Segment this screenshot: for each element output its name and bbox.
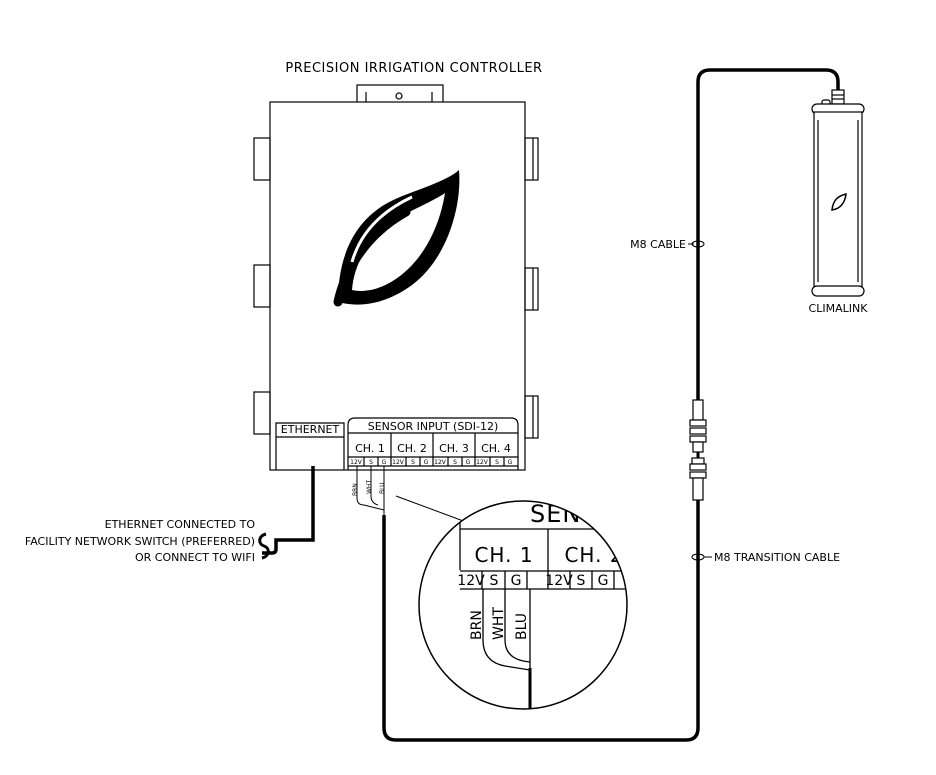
ethernet-note-line-2: FACILITY NETWORK SWITCH (PREFERRED) bbox=[25, 535, 255, 548]
zoom-terminal-label: G bbox=[511, 573, 522, 589]
zoom-terminal-label: 12V bbox=[545, 573, 573, 589]
terminal-label: 12V bbox=[476, 459, 489, 466]
terminal-label: S bbox=[369, 459, 373, 466]
terminal-labels: 12V S G 12V S G 12V S G 12V S G bbox=[350, 459, 513, 466]
zoom-channel-label-1: CH. 1 bbox=[474, 543, 533, 567]
diagram-title: PRECISION IRRIGATION CONTROLLER bbox=[285, 61, 542, 76]
zoom-detail: SENSOR IN CH. 1 CH. 2 12V S G 12V S G BR… bbox=[418, 500, 628, 710]
channel-label-2: CH. 2 bbox=[397, 442, 427, 455]
climalink-label: CLIMALINK bbox=[809, 302, 869, 315]
terminal-label: G bbox=[382, 459, 387, 466]
controller-wire-labels: BRN WHT BLU bbox=[352, 480, 386, 496]
terminal-label: G bbox=[424, 459, 429, 466]
controller-wires bbox=[356, 466, 385, 515]
zoom-wire-label-blu: BLU bbox=[514, 613, 530, 640]
left-side-ports bbox=[253, 137, 271, 435]
terminal-label: 12V bbox=[392, 459, 405, 466]
m8-connectors bbox=[689, 399, 707, 510]
ethernet-port bbox=[275, 422, 345, 470]
ethernet-note: ETHERNET CONNECTED TO FACILITY NETWORK S… bbox=[25, 518, 255, 564]
ethernet-cable-end bbox=[258, 532, 270, 560]
wire-label-brn: BRN bbox=[352, 483, 359, 496]
zoom-terminal-label: S bbox=[577, 573, 586, 589]
climalink-sensor bbox=[811, 89, 865, 297]
terminal-label: 12V bbox=[350, 459, 363, 466]
climalink-leaf-icon bbox=[831, 193, 847, 211]
ethernet-label: ETHERNET bbox=[281, 423, 340, 436]
m8-transition-callout bbox=[691, 553, 712, 561]
terminal-label: S bbox=[411, 459, 415, 466]
terminal-label: S bbox=[453, 459, 457, 466]
sensor-input-label: SENSOR INPUT (SDI-12) bbox=[368, 420, 499, 433]
channel-label-4: CH. 4 bbox=[481, 442, 511, 455]
zoom-terminal-label: G bbox=[598, 573, 609, 589]
channel-label-1: CH. 1 bbox=[355, 442, 385, 455]
wire-label-wht: WHT bbox=[366, 480, 373, 494]
zoom-wire-label-brn: BRN bbox=[469, 610, 485, 640]
sensor-input-block bbox=[347, 417, 519, 470]
zoom-wire-label-wht: WHT bbox=[491, 607, 507, 640]
wire-label-blu: BLU bbox=[379, 482, 386, 494]
m8-cable-label: M8 CABLE bbox=[630, 238, 686, 251]
terminal-label: S bbox=[495, 459, 499, 466]
channel-label-3: CH. 3 bbox=[439, 442, 469, 455]
zoom-terminal-label: S bbox=[490, 573, 499, 589]
terminal-label: G bbox=[508, 459, 513, 466]
mounting-bracket bbox=[356, 84, 444, 104]
terminal-label: G bbox=[466, 459, 471, 466]
ethernet-note-line-3: OR CONNECT TO WIFI bbox=[135, 551, 255, 564]
zoom-terminal-label: 12V bbox=[457, 573, 485, 589]
channel-labels: CH. 1 CH. 2 CH. 3 CH. 4 bbox=[355, 442, 511, 455]
terminal-label: 12V bbox=[434, 459, 447, 466]
m8-transition-label: M8 TRANSITION CABLE bbox=[714, 551, 840, 564]
ethernet-note-line-1: ETHERNET CONNECTED TO bbox=[105, 518, 256, 531]
m8-cable-callout bbox=[688, 240, 705, 248]
sensor-cable bbox=[382, 510, 700, 742]
zoom-leader-line bbox=[395, 495, 467, 523]
ethernet-cable bbox=[262, 466, 315, 555]
m8-cable bbox=[696, 68, 840, 400]
leaf-logo bbox=[333, 170, 460, 307]
right-side-ports bbox=[524, 137, 539, 439]
